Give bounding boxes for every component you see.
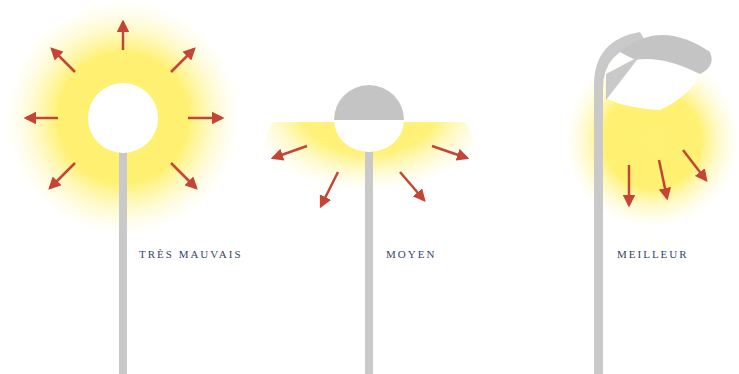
- globe-lamp: [5, 0, 241, 374]
- lamp-rating-label: MEILLEUR: [617, 248, 689, 260]
- lamp-rating-label: MOYEN: [386, 248, 436, 260]
- half-shaded-lamp: [264, 70, 475, 374]
- cutoff-lamp: [564, 32, 739, 374]
- lamp-rating-label: TRÈS MAUVAIS: [139, 248, 243, 260]
